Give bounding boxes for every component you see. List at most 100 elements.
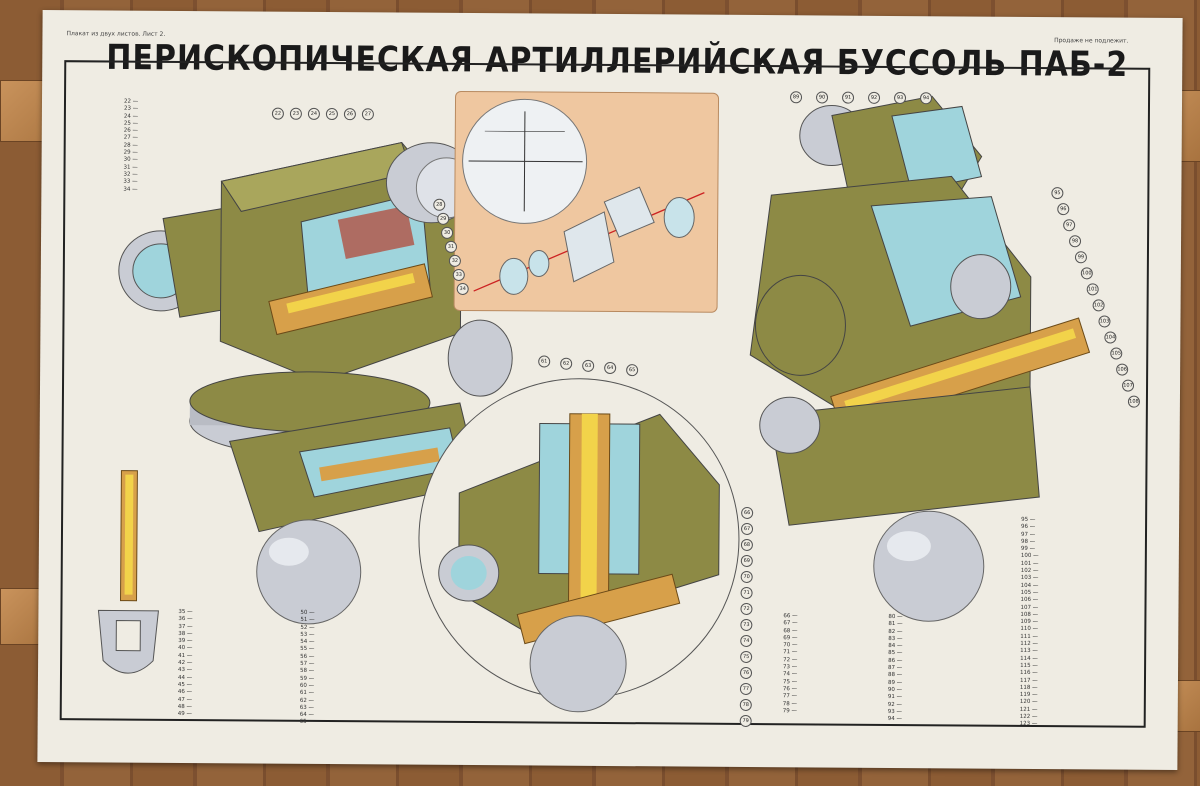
legend-entry: 92 — [887,701,904,708]
legend-entry: 41 — [178,652,195,659]
legend-entry: 94 — [887,716,904,723]
legend-entry: 85 — [888,650,905,657]
legend-entry: 102 — [1020,567,1041,575]
legend-entry: 121 — [1019,706,1040,713]
callout-number: 32 [448,254,461,267]
legend-entry: 116 — [1020,670,1040,677]
legend-entry: 99 — [1020,546,1037,553]
legend-entry: 79 — [782,708,799,715]
spindle-detail-illustration [97,470,160,674]
callout-number: 78 [739,698,752,711]
legend-entry: 88 — [887,672,905,679]
legend-entry: 45 — [177,681,194,689]
legend-entry: 72 — [783,656,800,664]
legend-entry: 34 — [123,186,140,193]
legend-entry: 107 — [1020,604,1041,611]
legend-entry: 122 — [1019,713,1040,721]
callout-number: 62 [560,357,573,370]
callout-number: 101 [1086,283,1099,296]
legend-entry: 96 — [1021,524,1038,531]
legend-entry: 28 — [123,142,140,149]
callout-number: 73 [740,618,753,631]
callout-number: 27 [361,108,374,121]
callout-number: 25 [325,108,338,121]
callout-number: 95 [1051,187,1064,200]
callout-number: 66 [741,506,754,520]
legend-entry: 43 — [178,667,195,674]
legend-entry: 76 — [782,686,799,693]
legend-entry: 95 — [1021,516,1038,523]
legend-entry: 63 — [299,704,316,711]
legend-entry: 57 — [300,660,317,668]
legend-entry: 50 — [300,609,317,616]
callout-number: 74 [740,634,753,647]
callout-number: 106 [1116,363,1129,376]
callout-number: 94 [920,92,933,105]
legend-entry: 44 — [177,674,195,681]
callout-number: 28 [433,198,446,211]
legend-entry: 31 — [123,164,140,171]
legend-entry: 117 — [1019,677,1040,684]
legend-top-left: 22 — 23 — 24 — 25 — 26 — 27 — 28 — 29 — … [123,99,140,194]
legend-entry: 54 — [300,639,317,646]
callout-number: 79 [739,714,752,727]
sale-stamp: Продаже не подлежит. [1054,37,1129,45]
legend-entry: 81 — [888,621,905,628]
optics-schematic [462,98,705,295]
legend-entry: 113 — [1020,648,1040,655]
callout-number: 24 [307,107,320,120]
callout-number: 68 [740,538,753,552]
legend-bottom-left-b: 50 — 51 — 52 — 53 — 54 — 55 — 56 — 57 — … [300,610,317,727]
legend-entry: 48 — [177,703,194,710]
right-instrument-illustration [749,95,1091,622]
callout-number: 30 [441,226,454,239]
legend-entry: 103 — [1020,575,1041,582]
callout-number: 33 [452,268,465,281]
legend-entry: 120 — [1019,699,1040,706]
legend-entry: 87 — [888,665,905,672]
legend-entry: 91 — [887,694,904,701]
legend-entry: 46 — [177,689,194,696]
legend-bottom-mid-a: 66 — 67 — 68 — 69 — 70 — 71 — 72 — 73 — … [783,613,800,715]
legend-entry: 39 — [178,638,195,645]
legend-bottom-mid-b: 80 — 81 — 82 — 83 — 84 — 85 — 86 — 87 — … [888,614,905,724]
callout-number: 91 [842,91,855,104]
legend-entry: 66 — [783,613,800,620]
callout-number: 26 [343,108,356,121]
legend-entry: 64 — [299,711,316,719]
legend-entry: 37 — [178,623,195,630]
legend-entry: 100 — [1020,553,1041,560]
legend-entry: 78 — [782,700,799,707]
legend-entry: 89 — [887,679,904,686]
legend-entry: 56 — [300,653,317,660]
legend-entry: 36 — [178,616,195,623]
legend-entry: 24 — [123,113,140,120]
legend-entry: 106 — [1020,597,1041,604]
callout-number: 96 [1057,203,1070,216]
legend-entry: 27 — [123,135,140,142]
callout-number: 102 [1092,299,1105,312]
legend-entry: 80 — [888,613,905,621]
callout-number: 29 [437,212,450,225]
legend-entry: 30 — [123,156,140,164]
legend-entry: 98 — [1020,538,1037,545]
legend-entry: 93 — [887,708,904,715]
legend-entry: 55 — [300,646,317,653]
callout-number: 89 [790,91,803,104]
legend-entry: 67 — [783,620,800,627]
legend-entry: 35 — [178,608,195,616]
legend-entry: 74 — [782,671,800,678]
legend-entry: 114 — [1020,655,1040,662]
legend-entry: 105 — [1020,589,1041,596]
callout-number: 100 [1080,267,1093,280]
legend-entry: 75 — [782,678,799,685]
callout-number: 108 [1127,395,1140,408]
callout-number: 97 [1063,219,1076,232]
legend-entry: 25 — [123,120,140,127]
legend-entry: 65 — [299,719,316,726]
legend-entry: 40 — [178,645,195,652]
callout-number: 99 [1074,251,1087,264]
callout-number: 90 [816,91,829,104]
callout-number: 105 [1110,347,1123,360]
legend-entry: 51 — [300,617,317,624]
